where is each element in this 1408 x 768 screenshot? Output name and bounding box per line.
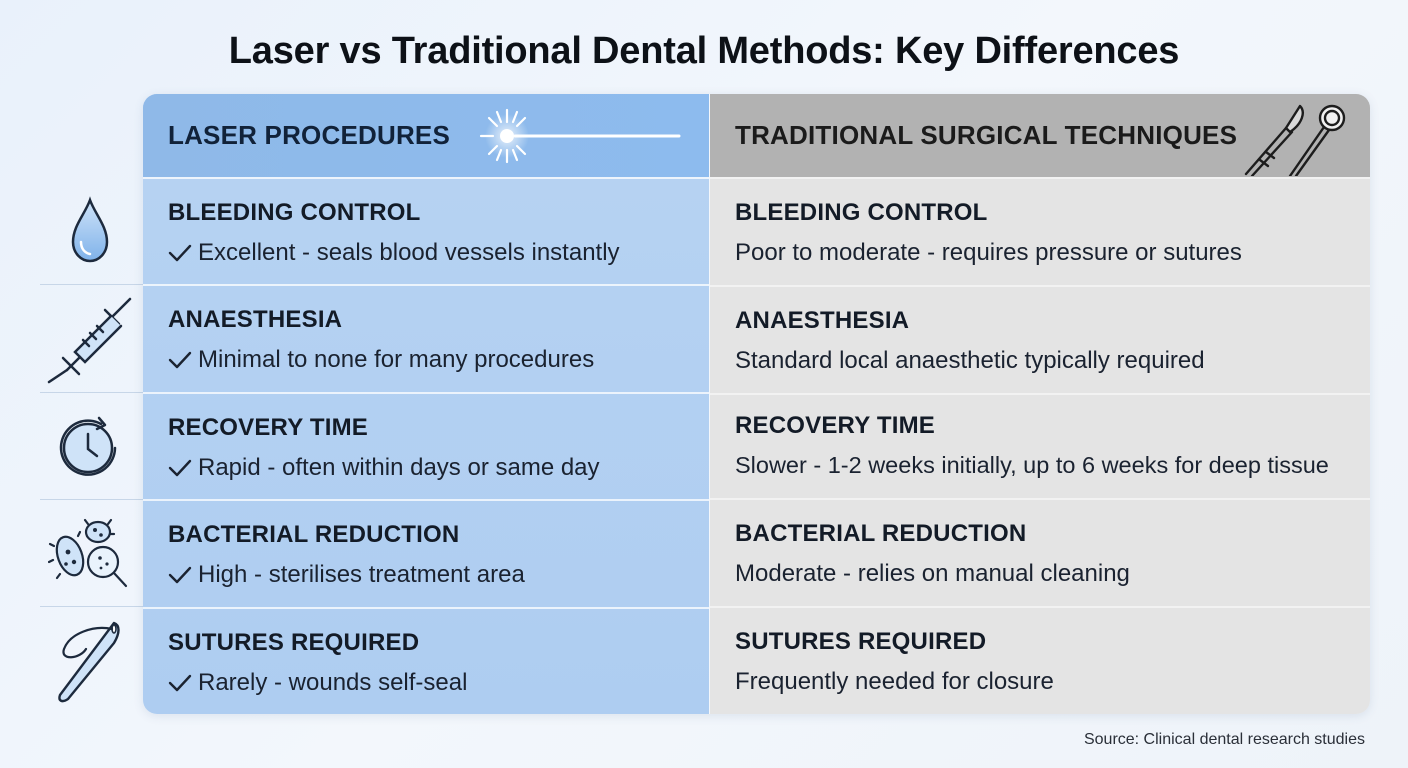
laser-title-recovery: RECOVERY TIME [168, 413, 368, 441]
traditional-cell-anaesthesia: ANAESTHESIA Standard local anaesthetic t… [710, 285, 1370, 393]
laser-text-bacterial: High - sterilises treatment area [198, 561, 525, 589]
column-divider [709, 94, 710, 714]
laser-title-bleeding: BLEEDING CONTROL [168, 199, 421, 226]
laser-column: LASER PROCEDURES [143, 94, 709, 714]
check-icon [168, 458, 198, 478]
laser-cell-recovery: RECOVERY TIME Rapid - often within days … [143, 391, 709, 499]
traditional-header: TRADITIONAL SURGICAL TECHNIQUES [710, 94, 1370, 178]
laser-title-anaesthesia: ANAESTHESIA [168, 306, 343, 334]
check-icon [168, 673, 198, 693]
syringe-icon [40, 285, 140, 392]
laser-cell-bacterial: BACTERIAL REDUCTION High - sterilises tr… [143, 499, 709, 606]
laser-text-sutures: Rarely - wounds self-seal [198, 668, 468, 696]
source-note: Source: Clinical dental research studies [1083, 731, 1365, 748]
laser-title-sutures: SUTURES REQUIRED [168, 628, 420, 656]
page-title: Laser vs Traditional Dental Methods: Key… [228, 30, 1180, 72]
bacteria-magnifier-icon [40, 500, 140, 607]
laser-cell-sutures: SUTURES REQUIRED Rarely - wounds self-se… [143, 606, 709, 714]
check-icon [168, 243, 198, 263]
scalpel-and-mirror-icon [1240, 102, 1352, 183]
laser-text-recovery: Rapid - often within days or same day [198, 453, 600, 481]
laser-header-label: LASER PROCEDURES [168, 120, 451, 150]
traditional-title-sutures: SUTURES REQUIRED [735, 628, 987, 655]
traditional-title-bacterial: BACTERIAL REDUCTION [735, 520, 1027, 547]
traditional-header-label: TRADITIONAL SURGICAL TECHNIQUES [735, 120, 1238, 150]
suture-needle-icon [40, 607, 140, 714]
laser-cell-anaesthesia: ANAESTHESIA Minimal to none for many pro… [143, 284, 709, 391]
traditional-cell-sutures: SUTURES REQUIRED Frequently needed for c… [710, 606, 1370, 714]
laser-title-bacterial: BACTERIAL REDUCTION [168, 521, 460, 549]
traditional-cell-recovery: RECOVERY TIME Slower - 1-2 weeks initial… [710, 393, 1370, 498]
traditional-title-anaesthesia: ANAESTHESIA [735, 307, 910, 334]
laser-text-bleeding: Excellent - seals blood vessels instantl… [198, 239, 620, 266]
laser-cell-bleeding: BLEEDING CONTROL Excellent - seals blood… [143, 177, 709, 284]
blood-drop-icon [40, 177, 140, 284]
traditional-cell-bleeding: BLEEDING CONTROL Poor to moderate - requ… [710, 177, 1370, 285]
traditional-title-bleeding: BLEEDING CONTROL [735, 199, 988, 226]
clock-refresh-icon [40, 393, 140, 500]
traditional-column: TRADITIONAL SURGICAL TECHNIQUES BLEEDING… [710, 94, 1370, 714]
traditional-text-anaesthesia: Standard local anaesthetic typically req… [735, 347, 1205, 374]
traditional-text-bleeding: Poor to moderate - requires pressure or … [735, 239, 1242, 266]
traditional-title-recovery: RECOVERY TIME [735, 412, 935, 439]
laser-beam-icon [477, 106, 687, 173]
laser-text-anaesthesia: Minimal to none for many procedures [198, 346, 595, 374]
traditional-text-recovery: Slower - 1-2 weeks initially, up to 6 we… [735, 452, 1329, 478]
comparison-table: LASER PROCEDURES [143, 94, 1370, 714]
traditional-cell-bacterial: BACTERIAL REDUCTION Moderate - relies on… [710, 498, 1370, 606]
check-icon [168, 350, 198, 370]
traditional-text-bacterial: Moderate - relies on manual cleaning [735, 560, 1130, 587]
traditional-text-sutures: Frequently needed for closure [735, 668, 1054, 695]
check-icon [168, 565, 198, 585]
laser-header: LASER PROCEDURES [143, 94, 709, 177]
